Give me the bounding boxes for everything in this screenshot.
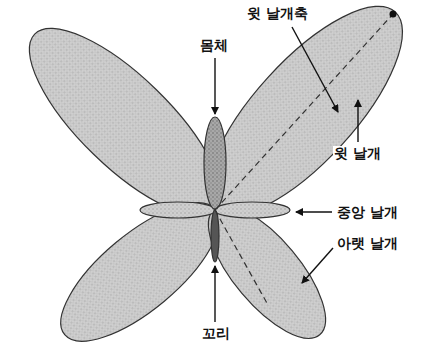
- axis-label: 윗 날개축: [246, 6, 309, 21]
- middle-left-wing: [140, 202, 216, 218]
- upper-wing-axis: [215, 14, 393, 210]
- axis-end-dot: [390, 11, 397, 18]
- leader-line: [214, 58, 215, 114]
- upper-left-wing: [3, 2, 246, 242]
- lower-left-wing: [40, 180, 239, 353]
- leader-line: [357, 100, 358, 142]
- lower-wing-axis: [215, 210, 268, 305]
- leader-line: [302, 248, 333, 283]
- upper-right-wing: [178, 0, 425, 244]
- part-label: 중앙 날개: [336, 205, 399, 220]
- tail: [211, 210, 219, 262]
- part-label: 꼬리: [201, 326, 231, 341]
- leader-line: [296, 211, 332, 212]
- part-label: 아랫 날개: [336, 236, 399, 251]
- part-label: 몸체: [199, 38, 229, 53]
- part-label: 윗 날개: [333, 146, 382, 161]
- leader-line: [292, 27, 338, 112]
- leader-line: [214, 266, 215, 322]
- body: [204, 117, 226, 209]
- middle-right-wing: [214, 202, 290, 218]
